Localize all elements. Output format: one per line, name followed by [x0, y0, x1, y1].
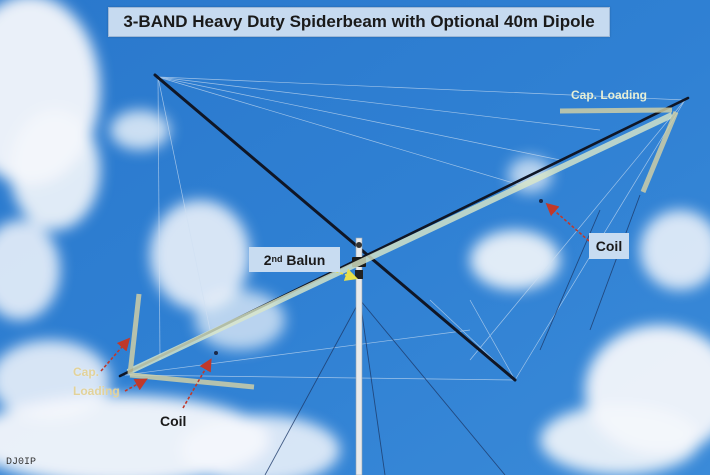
cap-loading-left-line2: Loading [73, 384, 120, 398]
photo-credit: DJ0IP [6, 457, 37, 468]
cap-loading-right-label: Cap. Loading [571, 88, 647, 102]
cap-loading-right-horizontal [559, 107, 673, 114]
spreader-1 [153, 73, 517, 382]
title-banner: 3-BAND Heavy Duty Spiderbeam with Option… [108, 7, 610, 37]
balun-label-text: Balun [282, 251, 326, 268]
coil-left-marker [214, 351, 218, 355]
balun-box [355, 270, 363, 279]
balun-label-number: 2 [263, 251, 272, 268]
dipole-element [126, 112, 674, 375]
dipole-overlay [126, 107, 679, 390]
arrow-cap-left-up [100, 337, 131, 372]
cap-loading-left-up [127, 293, 142, 375]
guy-ropes [264, 194, 641, 475]
coil-right-label: Coil [589, 233, 629, 259]
balun-label-ordinal: nd [271, 253, 283, 264]
arrow-coil-right [545, 202, 590, 242]
cap-loading-left-label: Cap. Loading [73, 363, 120, 401]
cap-loading-left-horizontal [129, 372, 255, 390]
coil-left-label: Coil [160, 413, 187, 429]
wire-lines [124, 76, 686, 381]
cap-loading-left-line1: Cap. [73, 365, 100, 379]
arrow-coil-left [182, 358, 212, 409]
arrow-cap-left-horizontal [124, 378, 148, 392]
coil-right-marker [539, 199, 543, 203]
cap-loading-right-down [640, 111, 679, 193]
